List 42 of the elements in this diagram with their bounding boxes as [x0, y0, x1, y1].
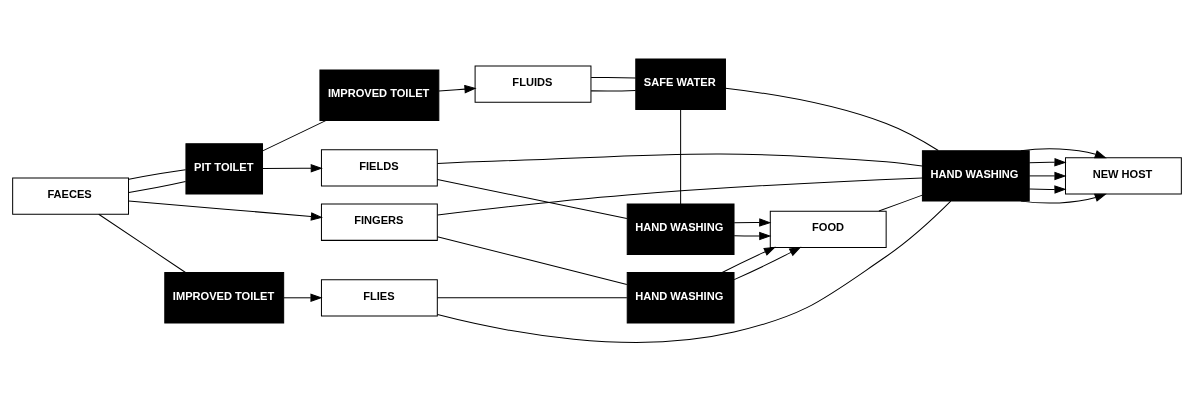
arrow — [1020, 193, 1107, 204]
arrow — [733, 246, 802, 280]
connector — [725, 87, 939, 151]
arrow — [1028, 157, 1067, 167]
connector — [436, 152, 923, 167]
node-box: HAND WASHING — [921, 149, 1030, 202]
connector — [436, 235, 628, 285]
node-box: NEW HOST — [1064, 156, 1182, 195]
connector — [262, 119, 327, 151]
arrow — [721, 246, 776, 273]
node-box: IMPROVED TOILET — [319, 69, 440, 121]
node-box: FLUIDS — [474, 65, 592, 103]
arrow — [1020, 147, 1107, 158]
node-box: HAND WASHING — [626, 203, 735, 255]
arrow — [128, 199, 323, 221]
node-box: FLIES — [320, 278, 438, 316]
connector — [878, 194, 923, 212]
arrow — [262, 163, 323, 173]
node-box: PIT TOILET — [185, 142, 263, 195]
connector — [436, 178, 628, 219]
node-box: SAFE WATER — [635, 58, 726, 110]
arrow — [1028, 184, 1067, 194]
node-box: IMPROVED TOILET — [164, 271, 285, 323]
connector — [680, 108, 682, 205]
connector — [98, 213, 187, 273]
arrow — [283, 293, 323, 302]
connector — [128, 168, 187, 180]
connector — [437, 200, 952, 343]
connector — [128, 180, 187, 193]
arrow — [733, 217, 772, 227]
connector — [590, 89, 637, 92]
arrow — [1028, 171, 1067, 180]
node-box: FOOD — [769, 210, 887, 248]
node-box: HAND WASHING — [626, 271, 735, 323]
node-box: FIELDS — [320, 148, 438, 186]
node-box: FINGERS — [320, 203, 438, 241]
arrow — [733, 231, 772, 240]
connector — [590, 76, 637, 78]
node-box: FAECES — [12, 176, 130, 215]
connector — [436, 296, 628, 298]
connector — [437, 176, 923, 216]
arrow — [438, 84, 477, 93]
